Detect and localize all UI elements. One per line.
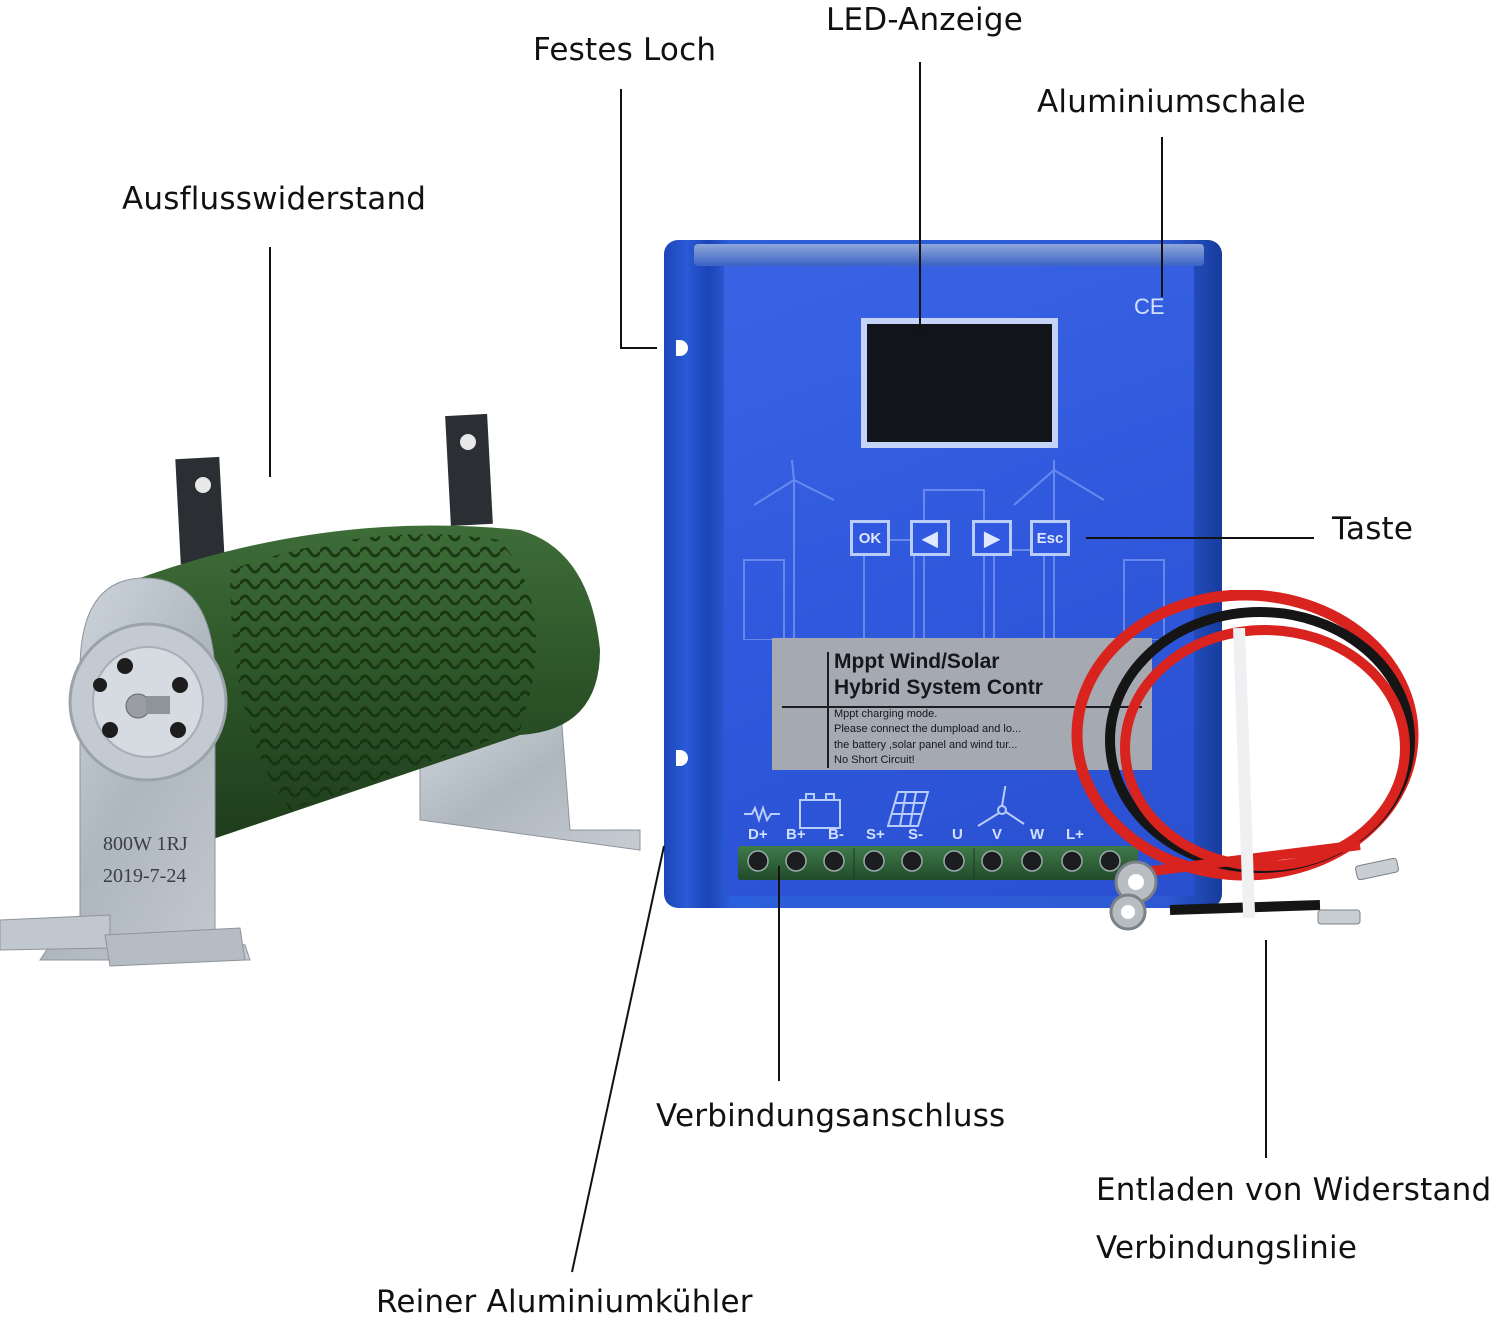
resistor-rating-text: 800W 1RJ <box>103 833 188 855</box>
panel-note-3: the battery ,solar panel and wind tur... <box>834 739 1018 751</box>
info-panel-divider-v <box>827 652 829 768</box>
leader-terminal <box>778 866 780 1081</box>
terminal-label-d-plus: D+ <box>748 826 768 843</box>
label-terminal: Verbindungsanschluss <box>656 1098 1006 1134</box>
label-dump-resistor: Ausflusswiderstand <box>122 181 427 217</box>
label-heatsink: Reiner Aluminiumkühler <box>376 1284 753 1320</box>
leader-fixed-hole-h <box>620 347 657 349</box>
terminal-label-s-minus: S- <box>908 826 923 843</box>
right-arrow-button[interactable]: ▶ <box>972 520 1012 556</box>
pin-terminal-icon <box>1317 857 1399 925</box>
resistor-symbol-icon <box>744 804 780 824</box>
top-rail <box>694 244 1204 266</box>
leader-button <box>1086 537 1314 539</box>
label-dump-line-2: Verbindungslinie <box>1096 1230 1358 1266</box>
label-button: Taste <box>1332 511 1414 547</box>
label-dump-line-1: Entladen von Widerstand <box>1096 1172 1492 1208</box>
terminal-label-b-plus: B+ <box>786 826 806 843</box>
led-screen <box>867 324 1052 442</box>
panel-note-2: Please connect the dumpload and lo... <box>834 723 1022 735</box>
panel-title-1: Mppt Wind/Solar <box>834 650 1000 673</box>
terminal-icons <box>744 786 1025 829</box>
ok-button[interactable]: OK <box>850 520 890 556</box>
dump-resistor-illustration: 800W 1RJ 2019-7-24 <box>0 413 641 967</box>
terminal-label-l-plus: L+ <box>1066 826 1084 843</box>
ce-mark: CE <box>1134 294 1165 319</box>
label-aluminium-shell: Aluminiumschale <box>1037 84 1306 120</box>
terminal-label-b-minus: B- <box>828 826 844 843</box>
leader-dump-line <box>1265 940 1267 1158</box>
panel-note-4: No Short Circuit! <box>834 754 915 766</box>
terminal-label-w: W <box>1030 826 1045 843</box>
leader-fixed-hole-v <box>620 89 622 348</box>
left-arrow-button[interactable]: ◀ <box>910 520 950 556</box>
ring-terminal-icon <box>1109 860 1158 931</box>
info-panel: Mppt Wind/Solar Hybrid System Contr Mppt… <box>772 638 1152 770</box>
terminal-label-u: U <box>952 826 963 843</box>
terminal-block[interactable] <box>738 846 1138 880</box>
terminal-label-v: V <box>992 826 1003 843</box>
dump-load-cable <box>1071 590 1419 931</box>
led-display <box>861 318 1058 448</box>
leader-led-display <box>919 62 921 332</box>
leader-dump-resistor <box>269 247 271 477</box>
info-panel-divider-h <box>782 706 1142 708</box>
label-led-display: LED-Anzeige <box>826 2 1023 38</box>
fixed-hole-top <box>676 340 688 356</box>
panel-title-2: Hybrid System Contr <box>834 676 1043 699</box>
fixed-hole-bottom <box>676 750 688 766</box>
leader-aluminium-shell <box>1161 137 1163 297</box>
leader-heatsink <box>571 845 665 1273</box>
esc-button[interactable]: Esc <box>1030 520 1070 556</box>
panel-note-1: Mppt charging mode. <box>834 708 938 720</box>
resistor-date-text: 2019-7-24 <box>103 865 186 887</box>
solar-panel-icon <box>886 791 930 827</box>
battery-icon <box>799 793 841 829</box>
label-fixed-hole: Festes Loch <box>533 32 717 68</box>
wind-turbine-icon <box>977 786 1025 827</box>
terminal-label-s-plus: S+ <box>866 826 885 843</box>
